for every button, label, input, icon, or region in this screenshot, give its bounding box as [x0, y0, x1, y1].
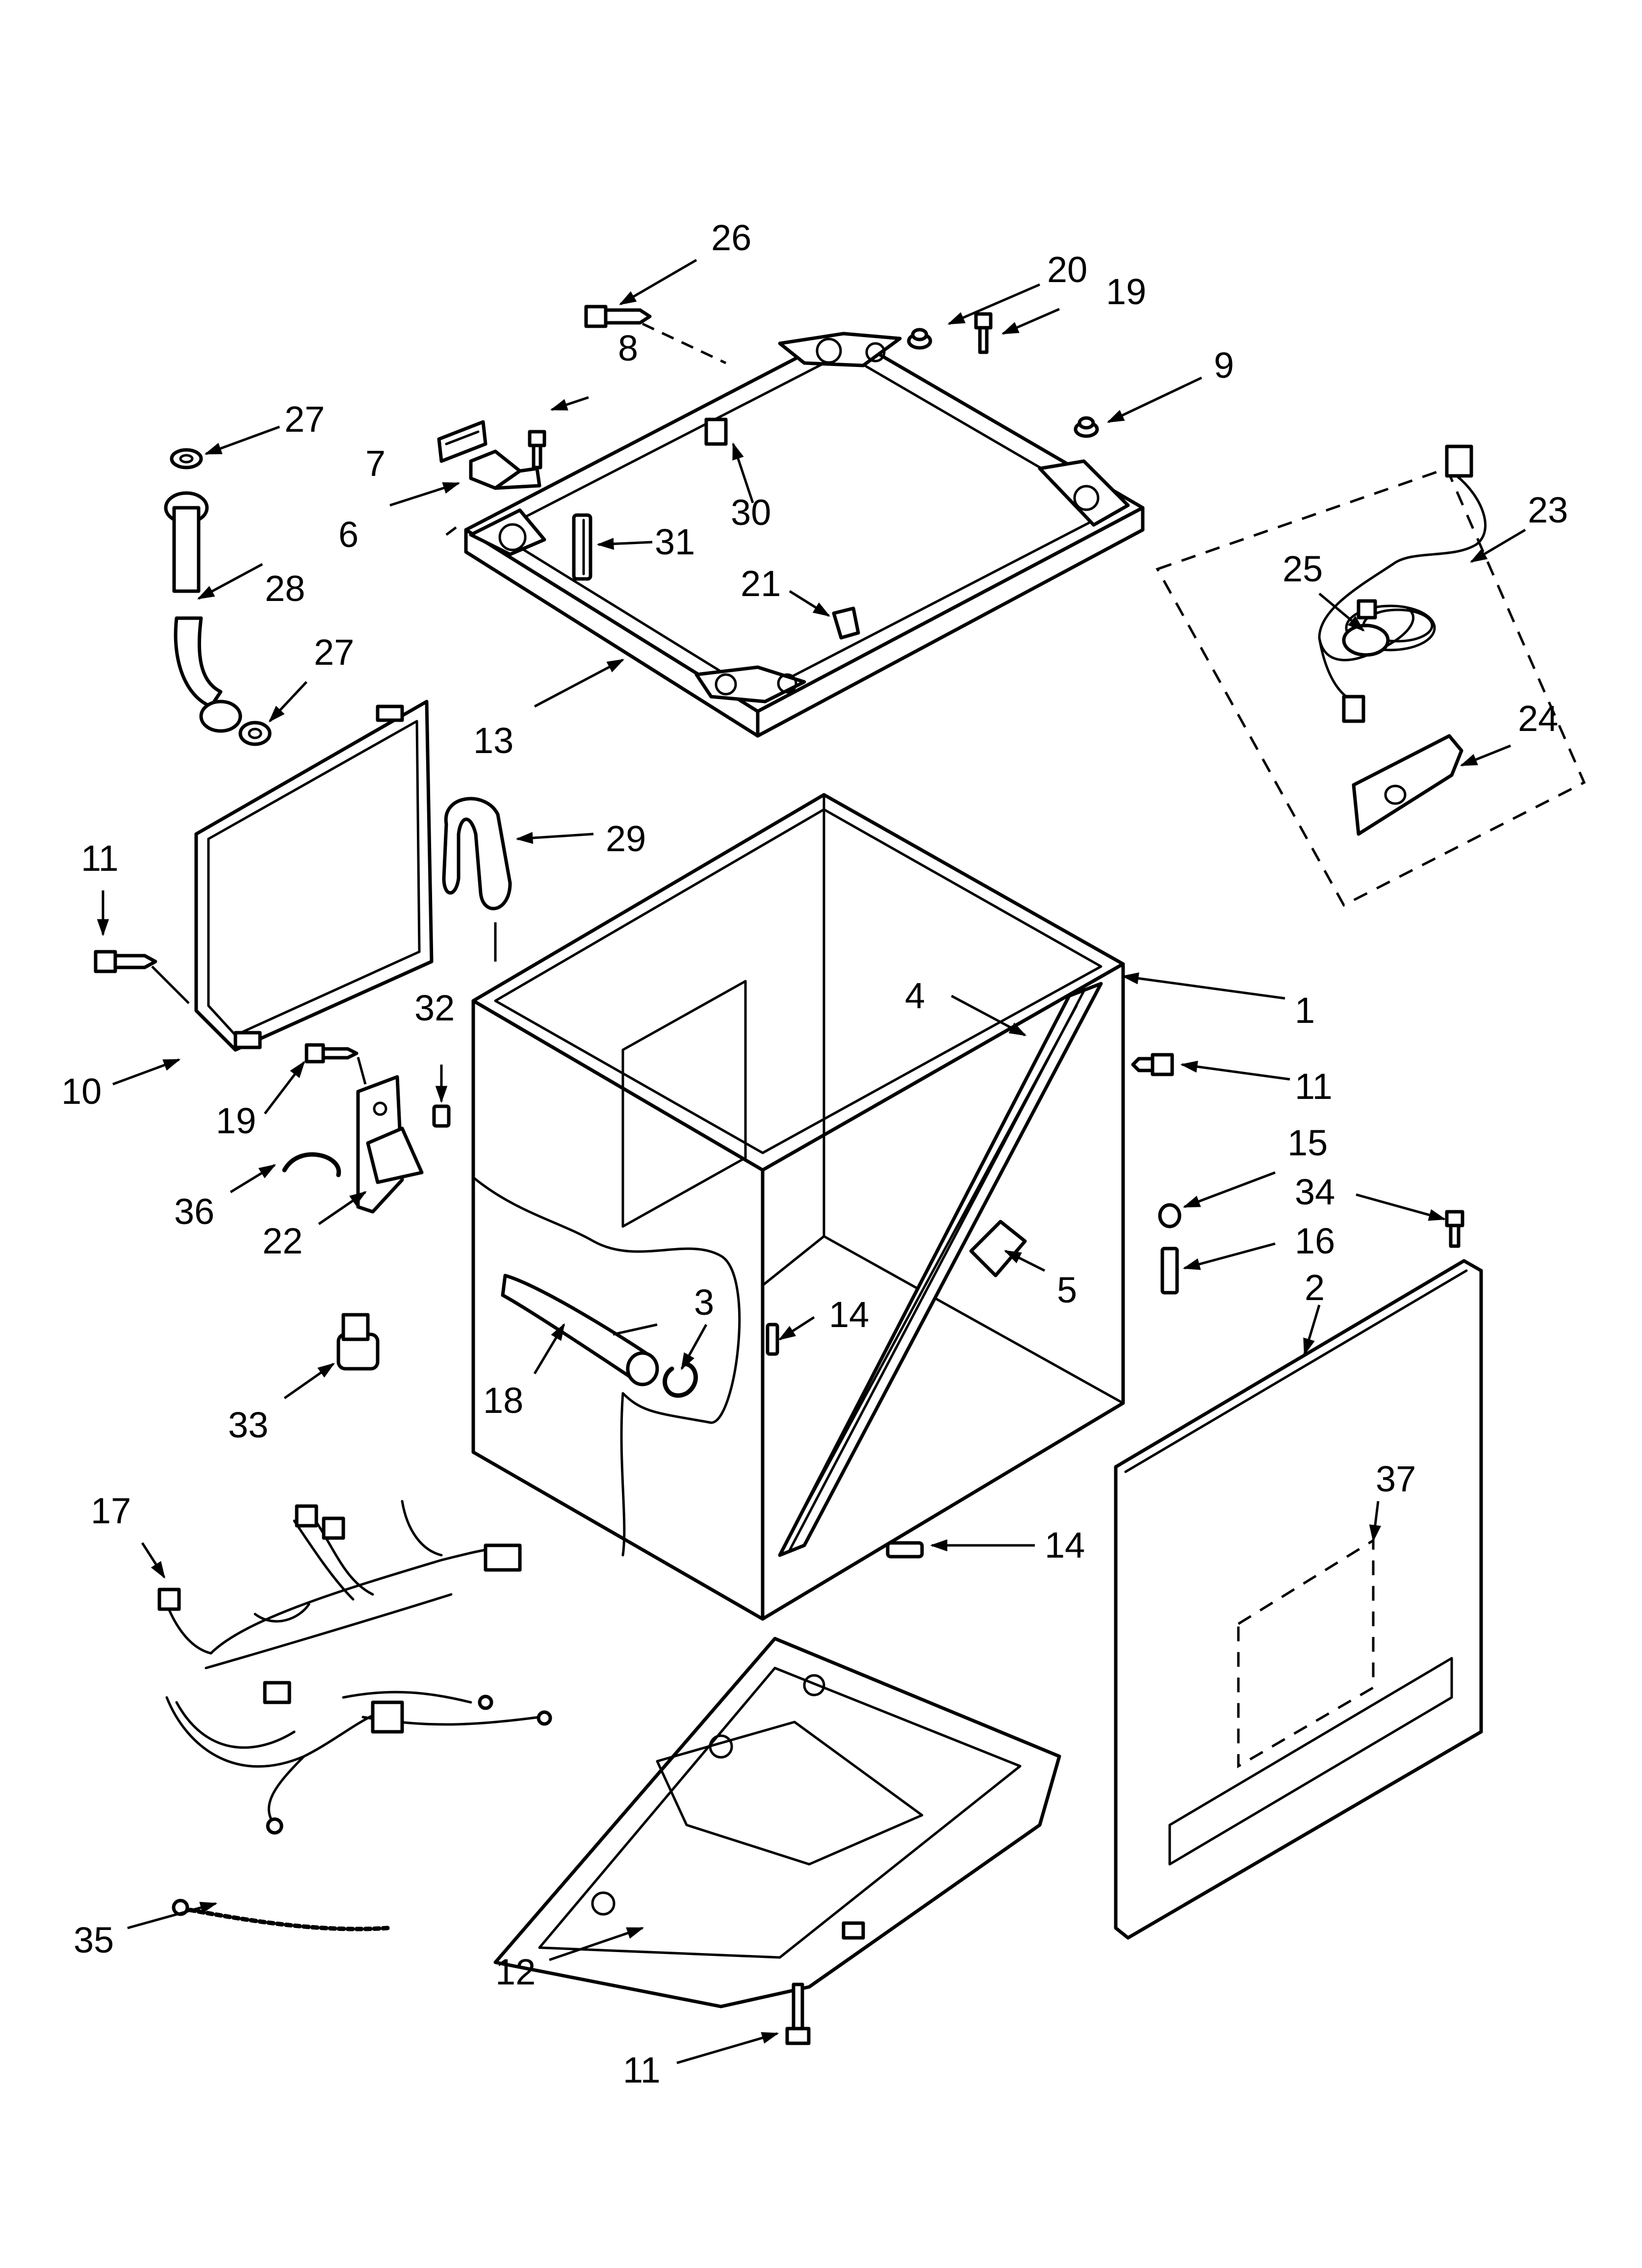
callout-27-bottom: 27 — [314, 632, 354, 673]
callout-22: 22 — [262, 1221, 303, 1261]
callout-14-bottom: 14 — [1045, 1525, 1085, 1565]
callout-26: 26 — [711, 217, 751, 258]
callout-23: 23 — [1528, 490, 1568, 530]
callout-17: 17 — [91, 1490, 131, 1531]
screw-part-11-left — [94, 950, 157, 973]
clip-part-33 — [336, 1313, 380, 1371]
callout-27-top: 27 — [284, 399, 325, 440]
callout-13: 13 — [473, 720, 513, 761]
pad-part-5 — [969, 1220, 1027, 1277]
clamp-part-36 — [282, 1152, 341, 1177]
callout-25: 25 — [1283, 548, 1323, 589]
callout-34: 34 — [1295, 1172, 1335, 1212]
callout-24: 24 — [1518, 698, 1558, 739]
callout-19-left: 19 — [216, 1100, 256, 1141]
clip-part-32 — [432, 1104, 451, 1128]
callouts: 26 20 19 9 27 8 7 6 30 31 28 21 27 13 29… — [61, 217, 1568, 2090]
bracket-part-22 — [356, 1075, 424, 1214]
callout-16: 16 — [1295, 1221, 1335, 1261]
screw-part-8 — [528, 430, 546, 469]
nut-part-9 — [1074, 416, 1099, 438]
label-plate-part-7 — [437, 420, 487, 463]
cabinet-part-1 — [471, 793, 1125, 1621]
hose-part-28 — [164, 491, 242, 733]
washer-part-27-top — [170, 448, 203, 469]
tube-part-18 — [501, 1274, 659, 1386]
screw-part-19-left — [305, 1043, 359, 1064]
callout-31: 31 — [655, 521, 695, 562]
callout-9: 9 — [1214, 345, 1234, 386]
callout-11-right: 11 — [1295, 1066, 1333, 1107]
callout-5: 5 — [1057, 1270, 1077, 1310]
callout-11-bottom: 11 — [623, 2050, 661, 2090]
plug-part-15 — [1158, 1203, 1181, 1228]
screw-part-11-bottom — [785, 1982, 811, 2045]
gasket-part-10 — [194, 700, 434, 1052]
callout-33: 33 — [228, 1405, 268, 1445]
callout-1: 1 — [1295, 990, 1315, 1031]
callout-3: 3 — [694, 1282, 714, 1323]
callout-19-top: 19 — [1106, 271, 1146, 312]
callout-8: 8 — [618, 328, 638, 368]
callout-30: 30 — [731, 492, 771, 533]
washer-part-27-bottom — [238, 721, 272, 746]
top-frame — [464, 332, 1145, 738]
callout-29: 29 — [606, 818, 646, 859]
power-cord-part-25 — [1318, 444, 1487, 723]
pad-part-14-side — [766, 1323, 779, 1356]
callout-10: 10 — [61, 1071, 102, 1112]
clip-part-16 — [1160, 1247, 1179, 1295]
power-cord-assembly-part-23 — [1155, 444, 1586, 907]
wiring-harness-part-17 — [157, 1500, 552, 1835]
plate-part-24 — [1352, 734, 1463, 836]
callout-21: 21 — [741, 563, 781, 604]
callout-11-left: 11 — [81, 838, 119, 879]
callout-15: 15 — [1287, 1122, 1328, 1163]
nut-part-20 — [907, 328, 932, 350]
callout-4: 4 — [905, 975, 925, 1016]
leaders — [97, 259, 1526, 2064]
screw-part-19-top — [974, 312, 993, 354]
callout-14-side: 14 — [829, 1294, 869, 1335]
callout-18: 18 — [483, 1380, 523, 1421]
screw-part-26 — [584, 305, 652, 328]
bracket-part-31 — [572, 513, 592, 581]
base-part-12 — [493, 1637, 1061, 2008]
callout-28: 28 — [265, 568, 305, 609]
callout-7: 7 — [365, 443, 385, 484]
callout-12: 12 — [495, 1952, 536, 1992]
hose-part-29 — [442, 797, 512, 911]
callout-35: 35 — [74, 1920, 114, 1960]
pad-part-14-bottom — [886, 1541, 924, 1559]
callout-2: 2 — [1305, 1267, 1325, 1308]
callout-6: 6 — [338, 514, 359, 555]
strap-part-35 — [172, 1899, 390, 1931]
callout-36: 36 — [174, 1191, 214, 1232]
screw-part-11-right — [1131, 1053, 1174, 1076]
bracket-part-6 — [469, 449, 541, 490]
screw-part-34 — [1445, 1210, 1464, 1248]
callout-37: 37 — [1376, 1459, 1416, 1499]
callout-20: 20 — [1047, 249, 1087, 290]
front-panel-part-2 — [1114, 1259, 1483, 1940]
callout-32: 32 — [414, 988, 455, 1028]
